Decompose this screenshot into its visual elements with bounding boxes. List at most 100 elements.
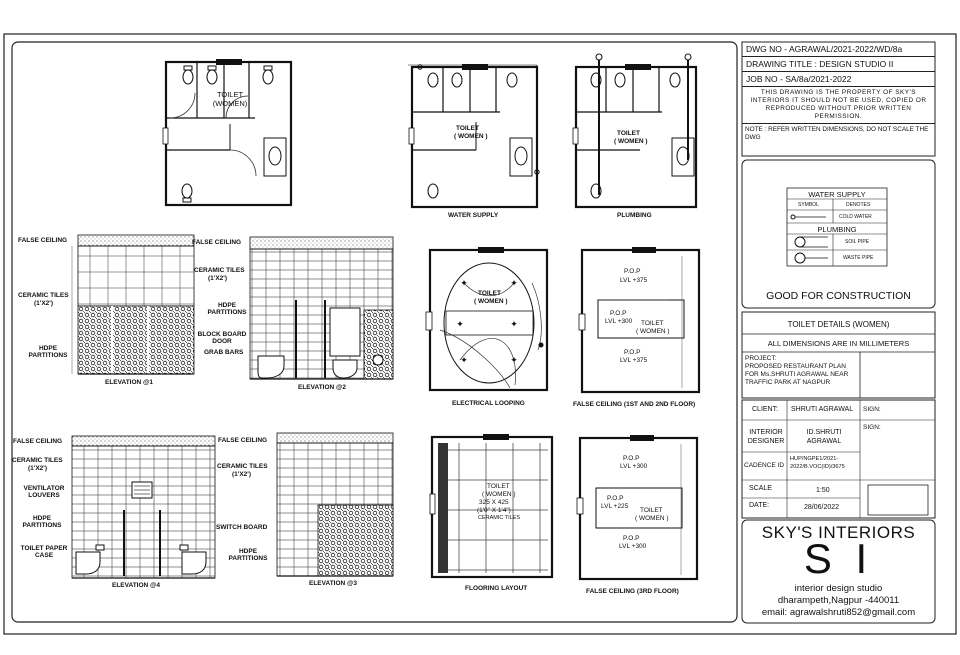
svg-text:✦: ✦ [460,355,468,365]
fc12-lvl-mid: LVL +300 [605,318,633,325]
elevation-3 [276,432,394,577]
e3-false-ceiling-label: FALSE CEILING [218,437,268,444]
title-block-header: DWG NO - AGRAWAL/2021-2022/WD/8a DRAWING… [742,42,935,144]
caption-elevation-4: ELEVATION @4 [112,582,160,589]
svg-text:✦: ✦ [510,319,518,329]
caption-false-ceiling-12: FALSE CEILING (1ST AND 2ND FLOOR) [573,401,696,408]
floor-tile-mm: 325 X 425 [479,499,509,506]
e4-tile-size-label: (1'X2') [28,465,47,472]
scale-note: NOTE : REFER WRITTEN DIMENSIONS, DO NOT … [745,126,929,141]
e1-hdpe-label: HDPE PARTITIONS [28,345,68,359]
svg-text:✦: ✦ [510,278,518,288]
dwg-no: DWG NO - AGRAWAL/2021-2022/WD/8a [742,42,935,57]
fc12-lvl-bottom: LVL +375 [620,357,648,364]
fc3-pop-top: P.O.P [623,455,640,462]
fc12-pop-top: P.O.P [624,268,641,275]
floor-tile-in: (1'0" X 1'4") [477,507,511,514]
e2-hdpe-label: HDPE PARTITIONS [207,302,247,316]
studio-logo: S I [803,535,874,582]
outer-border [3,33,957,635]
e4-ventilator-label: VENTILATOR LOUVERS [23,485,65,499]
e2-tile-size-label: (1'X2') [208,275,227,282]
plan-electrical-looping: ✦ ✦ ✦ ✦ ✦ ✦ [425,247,549,392]
elec-women-label: ( WOMEN ) [474,298,508,305]
dimensions-note: ALL DIMENSIONS ARE IN MILLIMETERS [767,339,910,348]
client-value: SHRUTI AGRAWAL [791,406,854,413]
designer-label: INTERIOR DESIGNER [747,429,785,445]
plan-false-ceiling-3 [576,435,699,581]
fc12-women-label: ( WOMEN ) [636,328,670,335]
e2-false-ceiling-label: FALSE CEILING [192,239,242,246]
e1-tile-size-label: (1'X2') [34,300,53,307]
status-good-for-construction: GOOD FOR CONSTRUCTION [766,290,911,302]
drawing-frame [11,41,738,623]
plan-plumbing [572,53,698,209]
elevation-2 [249,236,394,380]
fc3-toilet-label: TOILET [640,507,663,514]
fc3-lvl-bottom: LVL +300 [619,543,647,550]
e3-switch-board-label: SWITCH BOARD [216,524,268,531]
studio-name: SKY'S INTERIORS [761,523,916,542]
elevation-1 [71,234,195,375]
svg-text:✦: ✦ [456,319,464,329]
fc3-lvl-mid: LVL +225 [601,503,629,510]
e4-hdpe-label: HDPE PARTITIONS [22,515,62,529]
caption-electrical-looping: ELECTRICAL LOOPING [452,400,525,407]
plan3-women-label: ( WOMEN ) [614,138,648,145]
plan2-toilet-label: TOILET [456,125,479,132]
fc3-lvl-top: LVL +300 [620,463,648,470]
e1-false-ceiling-label: FALSE CEILING [18,237,68,244]
plan-false-ceiling-12 [578,247,701,394]
e3-hdpe-label: HDPE PARTITIONS [228,548,268,562]
legend-symbol-header: SYMBOL [798,202,819,208]
legend-cold-water: COLD WATER [839,214,872,220]
legend-waste-pipe: WASTE PIPE [843,255,874,261]
scale-value: 1:50 [816,487,830,494]
e2-ceramic-tiles-label: CERAMIC TILES [194,267,245,274]
legend-plumbing-title: PLUMBING [817,225,857,234]
client-label: CLIENT: [752,406,779,413]
legend-denotes-header: DENOTES [846,202,871,208]
caption-flooring-layout: FLOORING LAYOUT [465,585,528,592]
caption-plumbing: PLUMBING [617,212,652,219]
property-notice: THIS DRAWING IS THE PROPERTY OF SKY'S IN… [742,87,935,124]
floor-toilet-label: TOILET [487,483,510,490]
svg-text:✦: ✦ [460,278,468,288]
plan3-toilet-label: TOILET [617,130,640,137]
fc3-pop-bottom: P.O.P [623,535,640,542]
floor-ceramic-label: CERAMIC TILES [478,515,521,521]
e1-ceramic-tiles-label: CERAMIC TILES [18,292,69,299]
caption-water-supply: WATER SUPPLY [448,212,499,219]
e4-toilet-paper-label: TOILET PAPER CASE [20,545,68,559]
caption-elevation-1: ELEVATION @1 [105,379,153,386]
project-text: PROPOSED RESTAURANT PLAN FOR Ms.SHRUTI A… [745,363,849,386]
caption-false-ceiling-3: FALSE CEILING (3RD FLOOR) [586,588,679,595]
cadence-label: CADENCE ID [744,462,785,469]
fc12-lvl-top: LVL +375 [620,277,648,284]
fc12-pop-bottom: P.O.P [624,349,641,356]
designer-value: ID.SHRUTI AGRAWAL [806,429,842,445]
date-value: 28/06/2022 [804,504,840,511]
plan-toilet-women [162,59,293,207]
elevation-4 [71,435,216,579]
e4-ceramic-tiles-label: CERAMIC TILES [12,457,63,464]
fc12-toilet-label: TOILET [641,320,664,327]
studio-address: dharampeth,Nagpur -440011 [777,595,900,606]
fc12-pop-mid: P.O.P [610,310,627,317]
studio-tagline: interior design studio [794,583,883,594]
caption-elevation-2: ELEVATION @2 [298,384,346,391]
drawing-title: DRAWING TITLE : DESIGN STUDIO II [742,57,935,72]
svg-text:✦: ✦ [510,355,518,365]
plan1-toilet-label: TOILET (WOMEN) [212,90,248,108]
sign-label-1: SIGN: [863,406,881,413]
studio-email: email: agrawalshruti852@gmail.com [761,607,916,618]
legend-soil-pipe: SOIL PIPE [845,239,869,245]
e2-block-board-label: BLOCK BOARD DOOR [197,331,247,345]
scale-label: SCALE [749,485,772,492]
e2-grab-bars-label: GRAB BARS [204,349,244,356]
date-label: DATE: [749,502,770,509]
sign-label-2: SIGN: [863,424,881,431]
cadence-value: HUP/NGPE1/2021-2022/B.VOC(ID)/3675 [790,456,845,470]
